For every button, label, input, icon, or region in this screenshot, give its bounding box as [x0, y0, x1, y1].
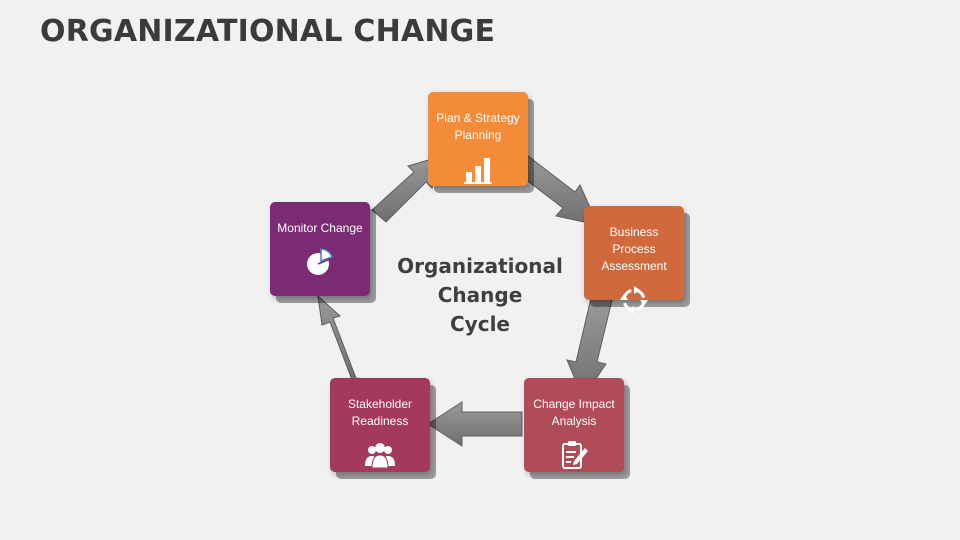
- step-stakeholder-readiness: Stakeholder Readiness: [330, 378, 430, 472]
- step-business-process: Business Process Assessment: [584, 206, 684, 314]
- step-change-impact: Change Impact Analysis: [524, 378, 624, 472]
- cycle-arrows-icon: [620, 286, 648, 314]
- center-label-line-2: Change: [437, 283, 523, 307]
- step-monitor-change: Monitor Change: [270, 202, 370, 296]
- people-group-icon: [365, 443, 395, 469]
- step-plan-strategy: Plan & Strategy Planning: [428, 92, 528, 186]
- step-impact-label: Change Impact Analysis: [533, 397, 615, 428]
- step-business-label: Business Process Assessment: [601, 225, 667, 273]
- center-label: Organizational Change Cycle: [380, 252, 580, 339]
- arrow-stakeholder-to-monitor: [317, 294, 373, 381]
- center-label-line-1: Organizational: [397, 254, 563, 278]
- step-plan-label: Plan & Strategy Planning: [436, 111, 520, 142]
- center-label-line-3: Cycle: [450, 312, 510, 336]
- step-monitor-label: Monitor Change: [277, 221, 363, 235]
- clipboard-pencil-icon: [562, 441, 588, 469]
- pie-chart-icon: [307, 248, 333, 275]
- arrow-impact-to-stakeholder: [427, 401, 523, 447]
- bar-chart-icon: [464, 158, 492, 184]
- step-stakeholder-label: Stakeholder Readiness: [347, 397, 413, 428]
- page-title: ORGANIZATIONAL CHANGE: [40, 14, 496, 49]
